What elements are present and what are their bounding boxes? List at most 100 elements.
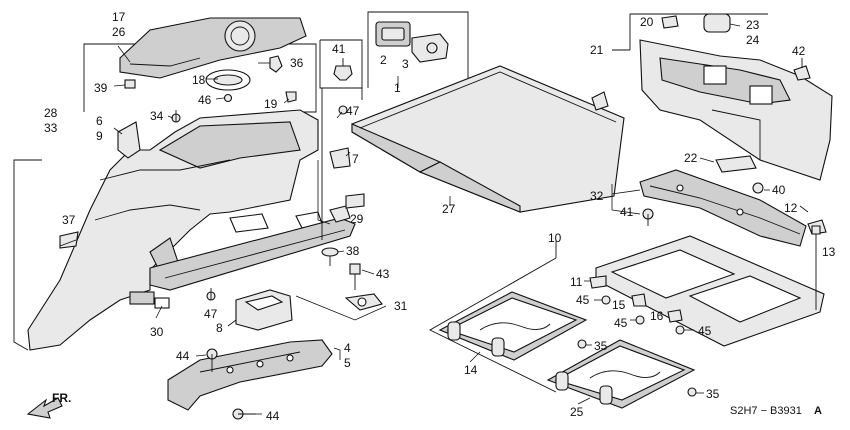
label-46: 46 <box>198 93 212 107</box>
lock-bracket-group <box>367 11 469 88</box>
label-42: 42 <box>792 44 806 58</box>
cap-23 <box>703 13 731 33</box>
label-26: 26 <box>112 25 126 39</box>
side-trim-lower-group <box>13 109 323 351</box>
label-44-lower: 44 <box>266 409 280 423</box>
label-31: 31 <box>394 299 408 313</box>
label-32: 32 <box>590 189 604 203</box>
clip-39 <box>124 79 136 89</box>
label-25: 25 <box>570 405 584 419</box>
clip-7 <box>329 147 351 169</box>
clip-20 <box>661 15 679 29</box>
label-41-top: 41 <box>332 42 346 56</box>
label-24: 24 <box>746 33 760 47</box>
screw-40 <box>752 182 764 194</box>
floor-recess-right <box>688 275 802 323</box>
label-8: 8 <box>216 321 223 335</box>
label-45-b: 45 <box>614 316 628 330</box>
mat-25-hinge-right <box>599 385 613 405</box>
bracket-4 <box>167 339 333 411</box>
bolt-43 <box>349 263 361 275</box>
label-43: 43 <box>376 267 390 281</box>
label-14: 14 <box>464 363 478 377</box>
clip-29-upper <box>329 205 351 223</box>
mats-group <box>429 257 704 409</box>
upper-side-trim-panel <box>119 17 307 79</box>
clip-38 <box>321 247 339 257</box>
label-28: 28 <box>44 106 58 120</box>
diagram-code: S2H7 − B3931 <box>730 405 802 417</box>
label-29: 29 <box>350 212 364 226</box>
label-5: 5 <box>344 356 351 370</box>
clip-36 <box>269 55 283 73</box>
panel-window-left <box>703 65 727 85</box>
storage-bracket-group <box>167 288 341 420</box>
cap-30-top <box>129 291 155 305</box>
screw-46 <box>223 93 233 103</box>
floor-recess-left <box>610 249 736 299</box>
mat-25-hinge-left <box>555 371 569 391</box>
speaker-grille <box>224 20 256 52</box>
label-40: 40 <box>772 183 786 197</box>
striker-rail-group <box>611 155 827 247</box>
screw-35a <box>577 339 587 349</box>
floor-board-group <box>555 225 825 347</box>
label-2: 2 <box>380 53 387 67</box>
clip-29 <box>345 193 365 209</box>
label-15: 15 <box>612 298 626 312</box>
screw-45c <box>675 325 685 335</box>
label-33: 33 <box>44 121 58 135</box>
label-47-top: 47 <box>346 104 360 118</box>
clip-41-top <box>333 65 353 81</box>
label-44-upper: 44 <box>176 349 190 363</box>
mat-14-hinge-left <box>447 321 461 341</box>
cover-hook <box>591 91 609 111</box>
screw-47-top <box>338 105 348 115</box>
label-36: 36 <box>290 56 304 70</box>
direction-label: FR. <box>52 391 71 405</box>
label-35-b: 35 <box>706 387 720 401</box>
sill-plate-group <box>149 105 365 291</box>
label-12: 12 <box>784 201 798 215</box>
label-7: 7 <box>352 152 359 166</box>
label-27: 27 <box>442 202 456 216</box>
label-39: 39 <box>94 81 108 95</box>
screw-45b <box>635 315 645 325</box>
front-direction-arrow <box>26 397 63 419</box>
clip-16 <box>667 309 683 323</box>
label-21: 21 <box>590 43 604 57</box>
callout-labels: 17 26 36 18 39 46 19 41 2 3 1 28 33 6 9 … <box>44 10 836 423</box>
label-37: 37 <box>62 213 76 227</box>
clip-11 <box>589 275 607 289</box>
cap-30 <box>154 297 170 309</box>
label-45-c: 45 <box>698 324 712 338</box>
label-13: 13 <box>822 245 836 259</box>
left-leaders <box>59 111 351 319</box>
label-47-lower: 47 <box>204 307 218 321</box>
trim-cover-6 <box>117 121 141 159</box>
label-11: 11 <box>570 275 583 289</box>
diagram-revision: A <box>814 405 822 417</box>
upper-side-trim-group <box>83 17 317 113</box>
tonneau-cover-group <box>321 65 625 240</box>
label-1: 1 <box>394 81 401 95</box>
screw-45a <box>601 295 611 305</box>
clip-15 <box>631 293 647 307</box>
label-30: 30 <box>150 325 164 339</box>
rail-32 <box>639 169 807 247</box>
label-17: 17 <box>112 10 126 24</box>
mat-14-hinge-right <box>491 337 505 357</box>
label-35-a: 35 <box>594 339 608 353</box>
striker-22 <box>715 155 757 173</box>
fastener-38-43-31-group <box>295 247 387 321</box>
label-3: 3 <box>402 57 409 71</box>
label-4: 4 <box>344 341 351 355</box>
label-10: 10 <box>548 231 562 245</box>
label-45-a: 45 <box>576 293 590 307</box>
label-41-right: 41 <box>620 205 634 219</box>
rear-panel-group <box>612 13 833 181</box>
label-18: 18 <box>192 73 206 87</box>
label-6: 6 <box>96 114 103 128</box>
label-19: 19 <box>264 97 278 111</box>
